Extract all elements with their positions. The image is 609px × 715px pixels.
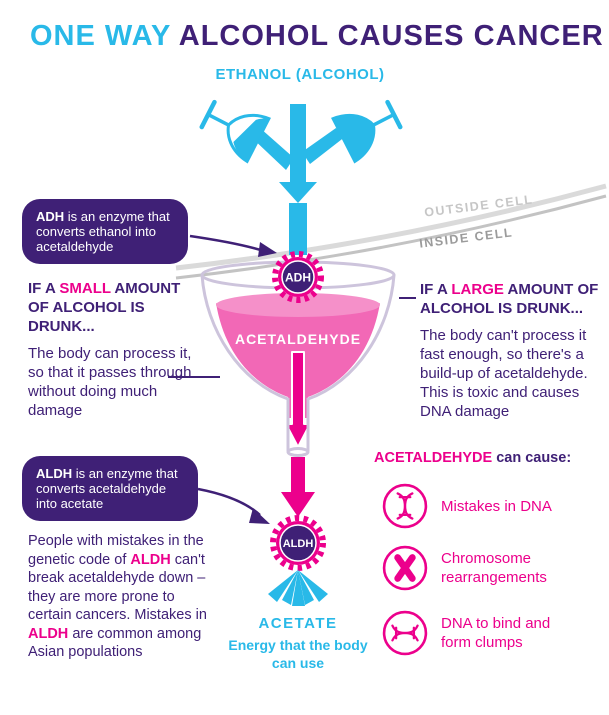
- ethanol-label: ETHANOL (ALCOHOL): [215, 66, 385, 83]
- pour-stream-right: [302, 128, 346, 164]
- note-aldh-2: ALDH: [28, 625, 69, 642]
- small-amount-prefix: IF A: [28, 280, 56, 297]
- large-amount-heading: IF A LARGE AMOUNT OF ALCOHOL IS DRUNK...: [420, 280, 600, 318]
- causes-heading-highlight: ACETALDEHYDE: [374, 450, 493, 466]
- aldh-gear: ALDH: [270, 515, 326, 571]
- causes-heading: ACETALDEHYDE can cause:: [374, 450, 571, 466]
- small-amount-body: The body can process it, so that it pass…: [28, 345, 192, 419]
- cell-membrane-line: [175, 183, 607, 280]
- page-title: ONE WAY ALCOHOL CAUSES CANCER: [30, 20, 604, 53]
- large-amount-suffix: AMOUNT OF ALCOHOL IS DRUNK...: [420, 281, 599, 317]
- aldh-bubble-bold: ALDH: [36, 466, 73, 481]
- adh-bubble-bold: ADH: [36, 209, 65, 224]
- cause-label-chromosome: Chromosome rearrangements: [441, 550, 547, 586]
- cause-label-dna-mistakes: Mistakes in DNA: [441, 497, 552, 515]
- chromosome-icon: [382, 545, 428, 591]
- large-amount-block: IF A LARGE AMOUNT OF ALCOHOL IS DRUNK...…: [420, 280, 600, 421]
- cause-label-dna-clumps: DNA to bind and form clumps: [441, 615, 551, 651]
- dna-helix-icon: [382, 483, 428, 529]
- aldh-gear-label: ALDH: [283, 538, 314, 550]
- aldh-bubble-arrow: [197, 487, 270, 524]
- dna-clump-icon: [382, 610, 428, 656]
- cause-item-chromosome: Chromosome rearrangements: [382, 545, 581, 591]
- small-amount-suffix: AMOUNT OF ALCOHOL IS DRUNK...: [28, 280, 181, 335]
- acetaldehyde-label: ACETALDEHYDE: [234, 331, 362, 347]
- acetate-caption: Energy that the body can use: [228, 637, 368, 671]
- acetate-label: ACETATE: [258, 615, 338, 632]
- cause-item-dna-mistakes: Mistakes in DNA: [382, 483, 581, 529]
- wine-glass-right: [331, 99, 403, 164]
- large-amount-highlight: LARGE: [451, 281, 504, 298]
- wine-glass-left: [199, 99, 271, 164]
- adh-bubble-arrow: [189, 234, 277, 257]
- small-amount-highlight: SMALL: [59, 280, 111, 297]
- acetate-spray: [268, 570, 328, 606]
- funnel-liquid-surface: [216, 293, 380, 317]
- adh-gear-label: ADH: [285, 271, 311, 285]
- acetaldehyde-arrow: [285, 351, 311, 448]
- pour-stream-left: [250, 128, 294, 170]
- large-amount-prefix: IF A: [420, 281, 448, 298]
- note-aldh-1: ALDH: [130, 551, 171, 568]
- ethanol-flow-arrow: [279, 104, 317, 255]
- adh-bubble-text: is an enzyme that converts ethanol into …: [36, 209, 170, 254]
- title-rest: ALCOHOL CAUSES CANCER: [178, 20, 604, 52]
- aldh-bubble-text: is an enzyme that converts acetaldehyde …: [36, 466, 178, 511]
- note-seg1: People with mistakes in the genetic code…: [28, 533, 204, 568]
- aldh-enzyme-bubble: ALDH is an enzyme that converts acetalde…: [22, 456, 198, 521]
- aldh-genetics-note: People with mistakes in the genetic code…: [28, 532, 220, 662]
- adh-gear: ADH: [272, 251, 324, 303]
- small-amount-heading: IF A SMALL AMOUNT OF ALCOHOL IS DRUNK...: [28, 279, 193, 336]
- acetaldehyde-to-aldh-arrow: [281, 457, 315, 517]
- large-amount-body: The body can't process it fast enough, s…: [420, 327, 588, 420]
- small-amount-block: IF A SMALL AMOUNT OF ALCOHOL IS DRUNK...…: [28, 279, 193, 420]
- title-highlight: ONE WAY: [30, 20, 171, 52]
- note-seg5: are common among Asian populations: [28, 625, 202, 661]
- causes-heading-rest: can cause:: [496, 450, 572, 466]
- adh-enzyme-bubble: ADH is an enzyme that converts ethanol i…: [22, 199, 188, 264]
- note-seg3: can't break acetaldehyde down – they are…: [28, 551, 207, 624]
- cause-item-dna-clumps: DNA to bind and form clumps: [382, 610, 581, 656]
